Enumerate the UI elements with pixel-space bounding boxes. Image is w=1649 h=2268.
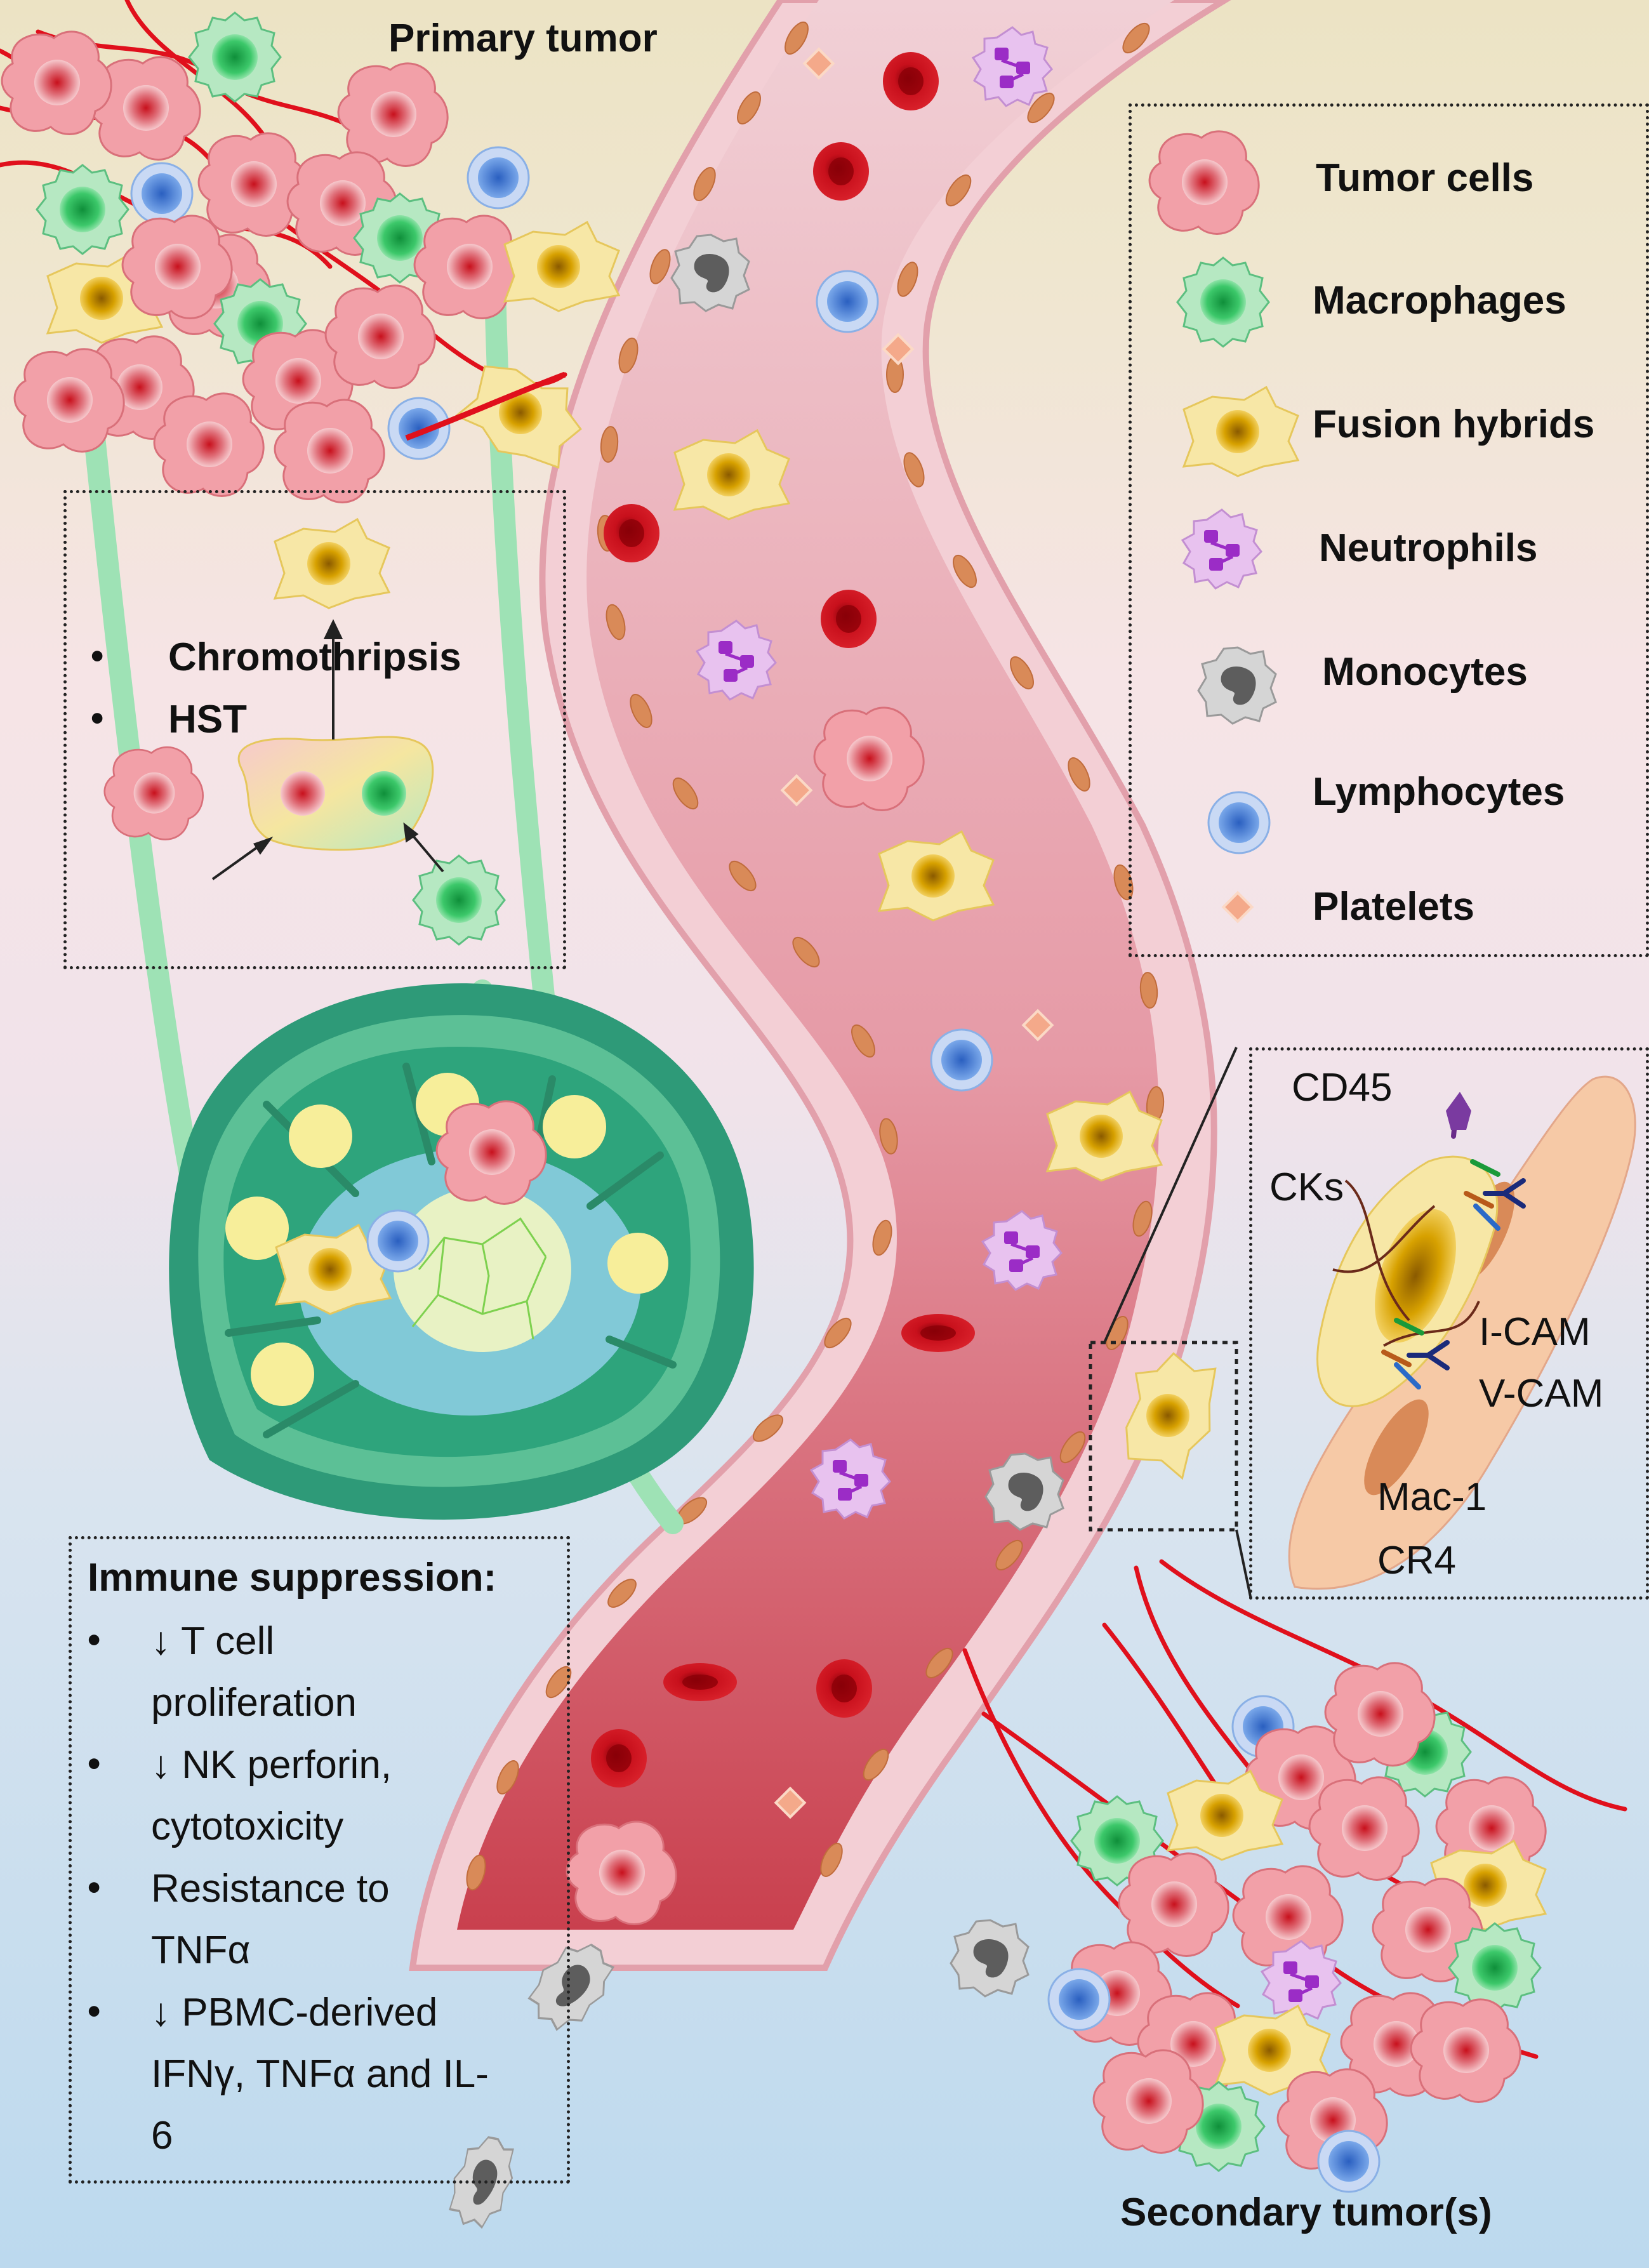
legend-label-macrophages: Macrophages bbox=[1313, 279, 1566, 322]
cr4-label: CR4 bbox=[1377, 1539, 1457, 1582]
mac1-label: Mac-1 bbox=[1377, 1475, 1487, 1519]
immune-item-3-line-1: Resistance to bbox=[151, 1867, 390, 1911]
primary-tumor-cluster bbox=[0, 0, 620, 503]
bullet-dot: • bbox=[91, 698, 104, 739]
secondary-tumor-title: Secondary tumor(s) bbox=[1120, 2191, 1492, 2234]
immune-item-4-line-1: ↓ PBMC-derived bbox=[151, 1991, 438, 2034]
bullet-dot: • bbox=[88, 1743, 101, 1784]
fusion-process-box bbox=[63, 490, 566, 969]
cd45-label: CD45 bbox=[1292, 1066, 1393, 1110]
bullet-dot: • bbox=[88, 1991, 101, 2032]
immune-item-3-line-2: TNFα bbox=[151, 1928, 251, 1972]
immune-item-4-line-2: IFNγ, TNFα and IL- bbox=[151, 2052, 489, 2096]
bullet-dot: • bbox=[91, 635, 104, 677]
legend-label-tumor-cells: Tumor cells bbox=[1316, 156, 1534, 200]
legend-label-platelets: Platelets bbox=[1313, 885, 1475, 929]
legend-box bbox=[1129, 103, 1649, 957]
immune-item-1-line-1: ↓ T cell bbox=[151, 1619, 275, 1663]
immune-item-4-line-3: 6 bbox=[151, 2114, 173, 2158]
immune-item-2-line-2: cytotoxicity bbox=[151, 1805, 344, 1848]
vcam-label: V-CAM bbox=[1479, 1372, 1604, 1416]
icam-label: I-CAM bbox=[1479, 1310, 1591, 1354]
primary-tumor-title: Primary tumor bbox=[388, 17, 658, 60]
chromothripsis-label: Chromothripsis bbox=[168, 635, 461, 679]
lymph-node bbox=[169, 983, 754, 1520]
secondary-tumor-cluster bbox=[950, 1559, 1627, 2193]
immune-suppression-box bbox=[69, 1536, 570, 2184]
legend-label-lymphocytes: Lymphocytes bbox=[1313, 770, 1565, 814]
adhesion-molecules bbox=[1381, 1159, 1526, 1389]
bullet-dot: • bbox=[88, 1867, 101, 1908]
fusion-process bbox=[103, 518, 506, 946]
legend-label-fusion-hybrids: Fusion hybrids bbox=[1313, 402, 1595, 446]
bullet-dot: • bbox=[88, 1619, 101, 1661]
legend-label-neutrophils: Neutrophils bbox=[1319, 526, 1538, 570]
immune-item-2-line-1: ↓ NK perforin, bbox=[151, 1743, 392, 1787]
adhesion-zoom-box bbox=[1249, 1047, 1649, 1600]
immune-suppression-heading: Immune suppression: bbox=[88, 1556, 497, 1600]
immune-item-1-line-2: proliferation bbox=[151, 1681, 357, 1725]
adhesion-zoom bbox=[1089, 1047, 1636, 1597]
legend-label-monocytes: Monocytes bbox=[1322, 650, 1528, 694]
hst-label: HST bbox=[168, 698, 247, 741]
cks-label: CKs bbox=[1269, 1165, 1344, 1209]
